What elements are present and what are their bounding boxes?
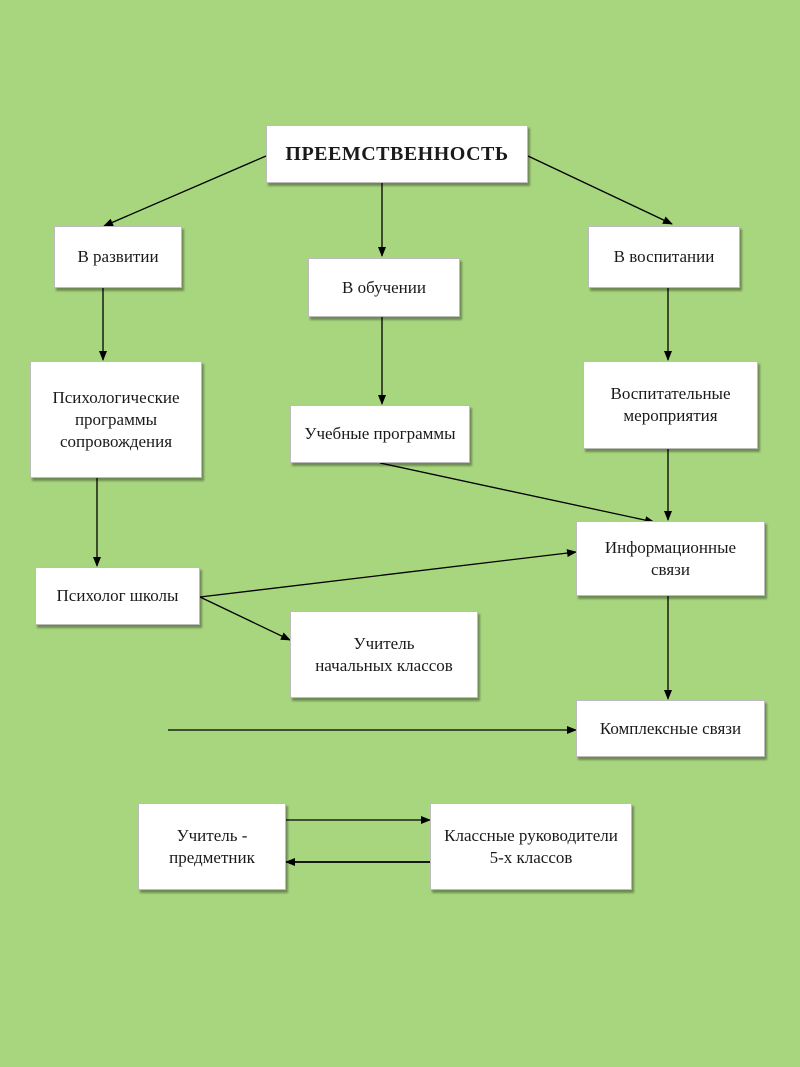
node-curricula: Учебные программы bbox=[290, 405, 470, 463]
arrow-psychologist-to-primary bbox=[199, 596, 291, 641]
node-class-teachers: Классные руководители 5-х классов bbox=[430, 803, 632, 890]
arrow-curricula-to-info bbox=[379, 462, 655, 525]
node-upbringing: В воспитании bbox=[588, 226, 740, 288]
arrow-title-to-upbringing bbox=[527, 155, 673, 225]
node-learning: В обучении bbox=[308, 258, 460, 317]
node-info-links: Информационные связи bbox=[576, 521, 765, 596]
node-subject-teacher: Учитель - предметник bbox=[138, 803, 286, 890]
node-school-psychologist: Психолог школы bbox=[35, 567, 200, 625]
arrow-title-to-development bbox=[103, 155, 267, 227]
node-educational-events: Воспитательные мероприятия bbox=[583, 361, 758, 449]
node-development: В развитии bbox=[54, 226, 182, 288]
node-complex-links: Комплексные связи bbox=[576, 700, 765, 757]
title-box: ПРЕЕМСТВЕННОСТЬ bbox=[266, 125, 528, 183]
node-psych-programs: Психологические программы сопровождения bbox=[30, 361, 202, 478]
arrow-psychologist-to-info bbox=[199, 549, 577, 598]
node-primary-teacher: Учитель начальных классов bbox=[290, 611, 478, 698]
